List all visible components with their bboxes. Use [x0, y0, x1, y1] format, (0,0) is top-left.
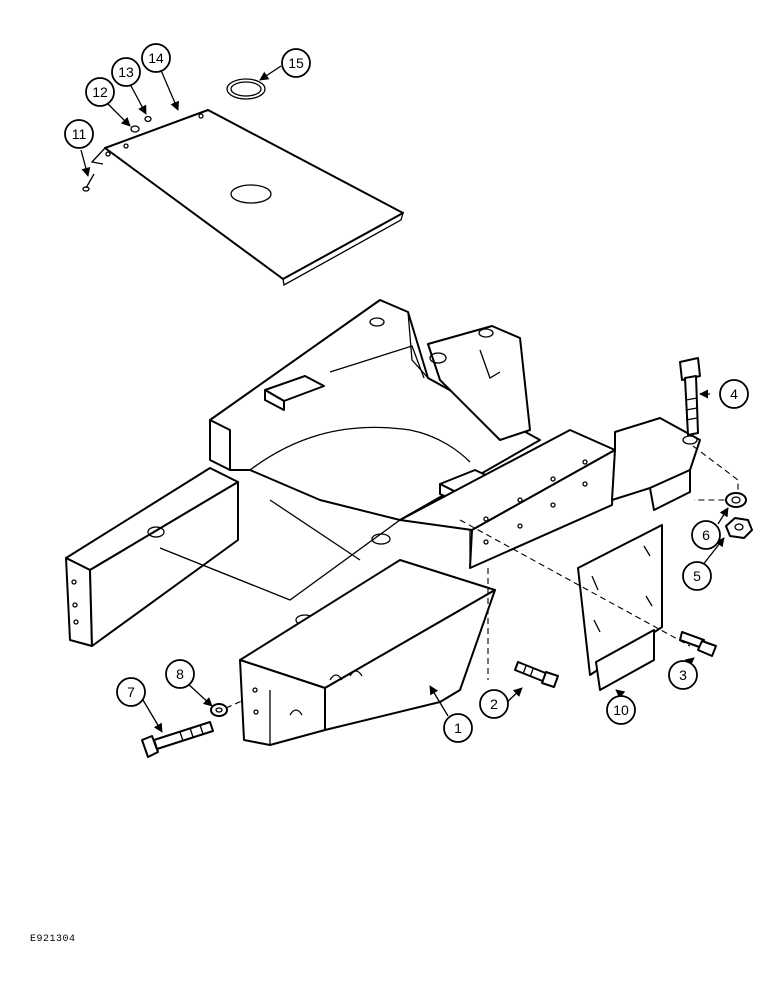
seal-ring-15 — [226, 78, 266, 100]
callout-8-label: 8 — [176, 666, 184, 682]
callout-5: 5 — [682, 561, 712, 591]
callout-5-label: 5 — [693, 568, 701, 584]
callout-14: 14 — [141, 43, 171, 73]
callout-1: 1 — [443, 713, 473, 743]
callout-8: 8 — [165, 659, 195, 689]
drawing-code: E921304 — [30, 934, 76, 945]
washer-6 — [725, 492, 747, 508]
bolt-4 — [679, 357, 701, 436]
bolt-2 — [514, 661, 559, 688]
callout-4-label: 4 — [730, 386, 738, 402]
cover-plate — [90, 109, 405, 287]
callout-3-label: 3 — [679, 667, 687, 683]
callout-6-label: 6 — [702, 527, 710, 543]
alignment-lines — [459, 445, 739, 680]
alignment-line-8 — [225, 699, 245, 709]
callout-4: 4 — [719, 379, 749, 409]
nut-13 — [144, 115, 152, 123]
main-frame — [65, 299, 701, 746]
callout-13: 13 — [111, 57, 141, 87]
callout-6: 6 — [691, 520, 721, 550]
washer-12 — [130, 125, 140, 133]
bolt-3 — [679, 631, 717, 657]
screw-11 — [82, 173, 95, 192]
callout-11-label: 11 — [72, 126, 87, 142]
callout-13-label: 13 — [118, 64, 134, 80]
callout-15: 15 — [281, 48, 311, 78]
callout-14-label: 14 — [148, 50, 164, 66]
bolt-7 — [141, 721, 214, 758]
callout-3: 3 — [668, 660, 698, 690]
side-plate — [577, 524, 663, 691]
washer-8 — [210, 703, 228, 717]
callout-7-label: 7 — [127, 684, 135, 700]
callout-15-label: 15 — [288, 55, 304, 71]
callout-12-label: 12 — [92, 84, 108, 100]
nut-5 — [725, 517, 753, 539]
callout-7: 7 — [116, 677, 146, 707]
callout-2: 2 — [479, 689, 509, 719]
callout-10-label: 10 — [613, 702, 629, 718]
callout-1-label: 1 — [454, 720, 462, 736]
callout-12: 12 — [85, 77, 115, 107]
callout-10: 10 — [606, 695, 636, 725]
callout-11: 11 — [64, 119, 94, 149]
callout-2-label: 2 — [490, 696, 498, 712]
